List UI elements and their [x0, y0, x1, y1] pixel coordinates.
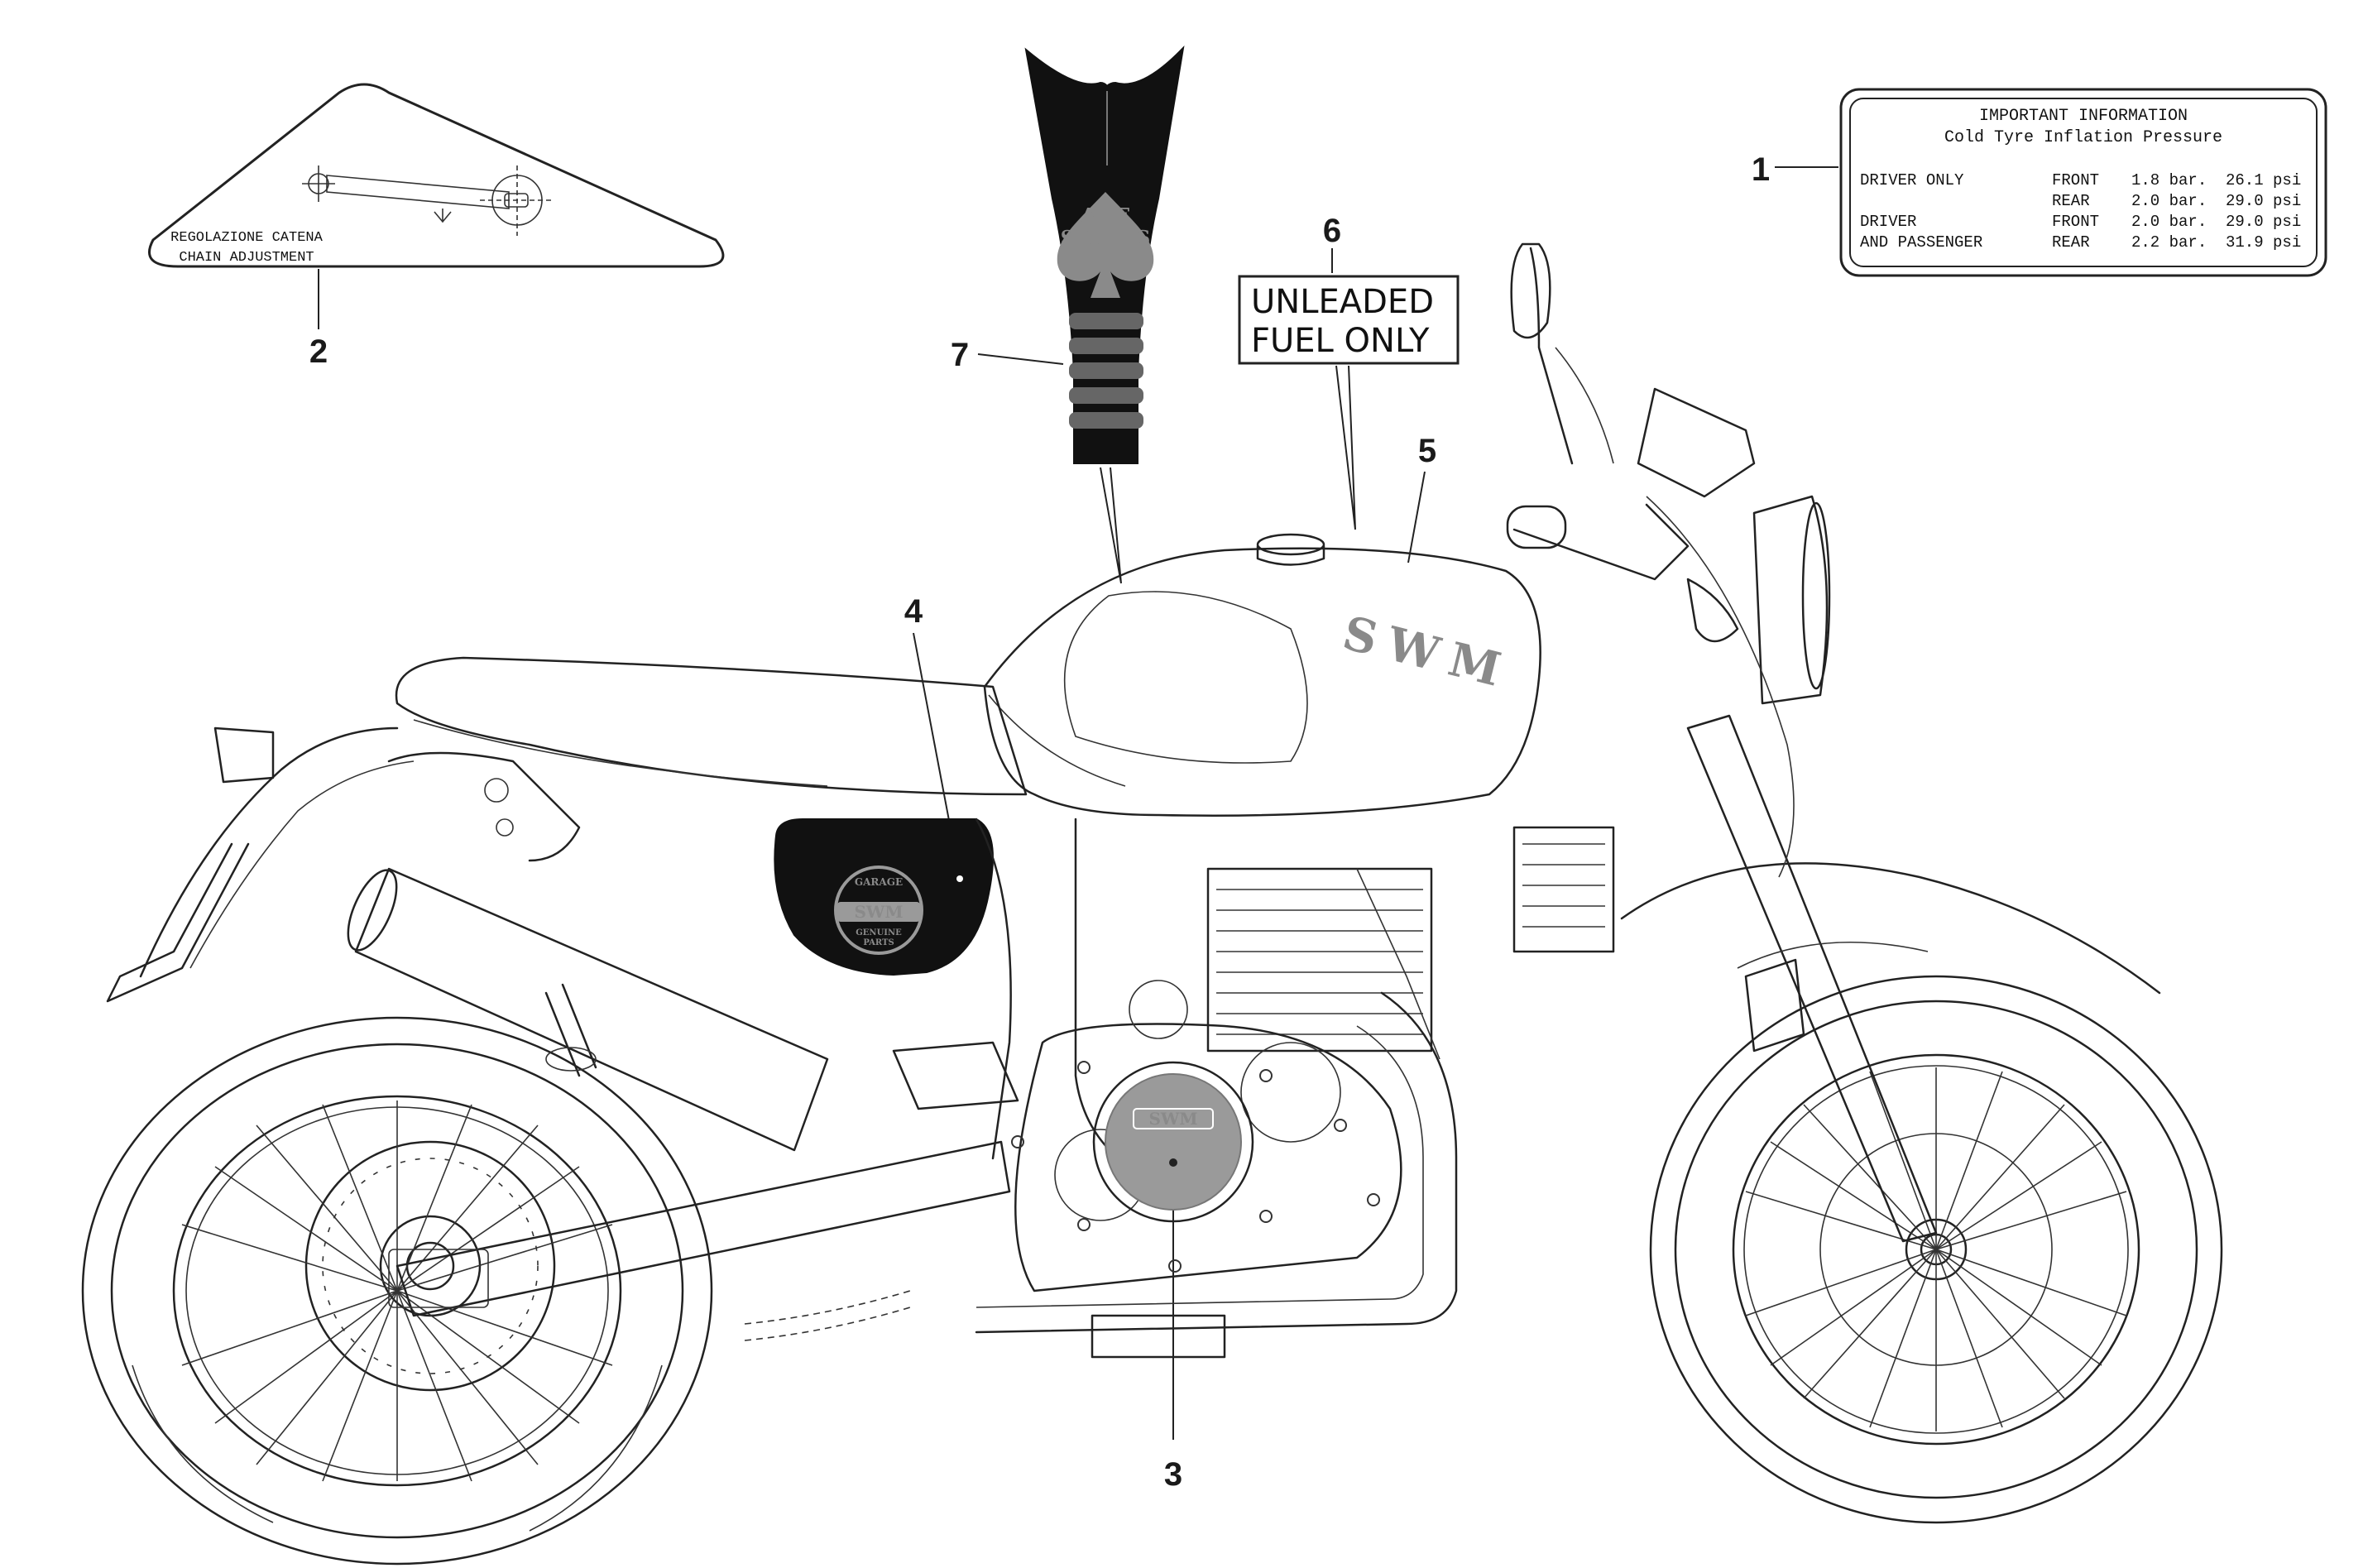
cylinder-fins	[1206, 867, 1433, 1053]
spade-icon	[1057, 192, 1154, 298]
chain-adjustment-decal: REGOLAZIONE CATENA CHAIN ADJUSTMENT	[148, 83, 725, 268]
tank-pad-decal: ACE SPADES	[1024, 45, 1185, 464]
tyre-row-4-psi: 31.9 psi	[2226, 233, 2301, 252]
leader-line-6b	[1335, 365, 1356, 530]
tyre-pressure-decal: IMPORTANT INFORMATION Cold Tyre Inflatio…	[1839, 88, 2327, 277]
instrument-cluster	[1637, 387, 1756, 498]
callout-3: 3	[1164, 1456, 1182, 1493]
tank-pad-line-2: SPADES	[1061, 226, 1151, 250]
footpeg-bracket	[892, 1041, 1019, 1110]
tyre-row-2-psi: 29.0 psi	[2226, 192, 2301, 210]
leader-line-7	[977, 353, 1064, 365]
seat-and-tail	[106, 656, 1028, 1003]
tyre-row-1-bar: 1.8 bar.	[2131, 171, 2207, 189]
callout-5: 5	[1418, 433, 1436, 469]
tyre-row-4-bar: 2.2 bar.	[2131, 233, 2207, 252]
license-bracket	[106, 842, 250, 1003]
tail-light	[213, 726, 275, 784]
motorcycle-drawing: SWM GARAGE SWM GENUINE PARTS	[81, 242, 2223, 1566]
rear-wheel	[81, 1016, 713, 1566]
callout-1: 1	[1752, 151, 1770, 188]
tyre-row-3-pos: FRONT	[2052, 213, 2099, 231]
callout-7: 7	[951, 337, 969, 373]
tyre-row-1-who: DRIVER ONLY	[1860, 171, 1964, 189]
side-panel-logo-middle: SWM	[854, 902, 903, 922]
tyre-row-2-bar: 2.0 bar.	[2131, 192, 2207, 210]
tyre-row-3-who: DRIVER	[1860, 213, 1916, 231]
side-panel-logo-top: GARAGE	[855, 876, 903, 888]
tyre-title-1: IMPORTANT INFORMATION	[1979, 107, 2188, 126]
handlebar-grip	[1506, 505, 1567, 549]
engine-cover-decal	[1105, 1073, 1242, 1211]
swingarm-sketch-icon	[302, 165, 553, 236]
swingarm	[388, 983, 1011, 1341]
tyre-row-3-bar: 2.0 bar.	[2131, 213, 2207, 231]
headlight	[1752, 495, 1829, 705]
tyre-row-4-pos: REAR	[2052, 233, 2090, 252]
tyre-row-3-psi: 29.0 psi	[2226, 213, 2301, 231]
side-panel-decal: GARAGE SWM GENUINE PARTS	[774, 818, 994, 976]
leader-line-7b	[1100, 467, 1122, 584]
front-end	[1506, 242, 2161, 1243]
tank-brand-logo: SWM	[1338, 606, 1517, 700]
exhaust-muffler	[347, 867, 829, 1152]
fuel-line-2: FUEL ONLY	[1251, 322, 1430, 360]
engine-cover-logo: SWM	[1148, 1109, 1197, 1129]
fuel-line-1: UNLEADED	[1251, 283, 1434, 321]
tyre-row-2-pos: REAR	[2052, 192, 2090, 210]
mirror	[1510, 242, 1551, 339]
tyre-row-4-who: AND PASSENGER	[1860, 233, 1982, 252]
tank-pad-line-1: ACE	[1080, 204, 1131, 229]
chain-line-1: REGOLAZIONE CATENA	[170, 230, 323, 246]
side-panel-logo-bottom-2: PARTS	[863, 938, 894, 947]
tyre-row-1-pos: FRONT	[2052, 171, 2099, 189]
engine-and-frame: SWM	[975, 818, 1458, 1359]
side-panel-logo-bottom-1: GENUINE	[856, 928, 902, 937]
front-wheel	[1649, 975, 2223, 1524]
callout-4: 4	[904, 593, 923, 630]
tyre-row-1-psi: 26.1 psi	[2226, 171, 2301, 189]
fuel-tank: SWM	[983, 533, 1541, 817]
leader-line-5	[1407, 471, 1426, 563]
callout-2: 2	[309, 333, 328, 370]
callout-6: 6	[1323, 213, 1341, 249]
unleaded-fuel-decal: UNLEADED FUEL ONLY	[1238, 275, 1460, 365]
chain-line-2: CHAIN ADJUSTMENT	[179, 250, 314, 266]
oil-cooler	[1512, 826, 1615, 953]
tyre-title-2: Cold Tyre Inflation Pressure	[1944, 128, 2222, 147]
